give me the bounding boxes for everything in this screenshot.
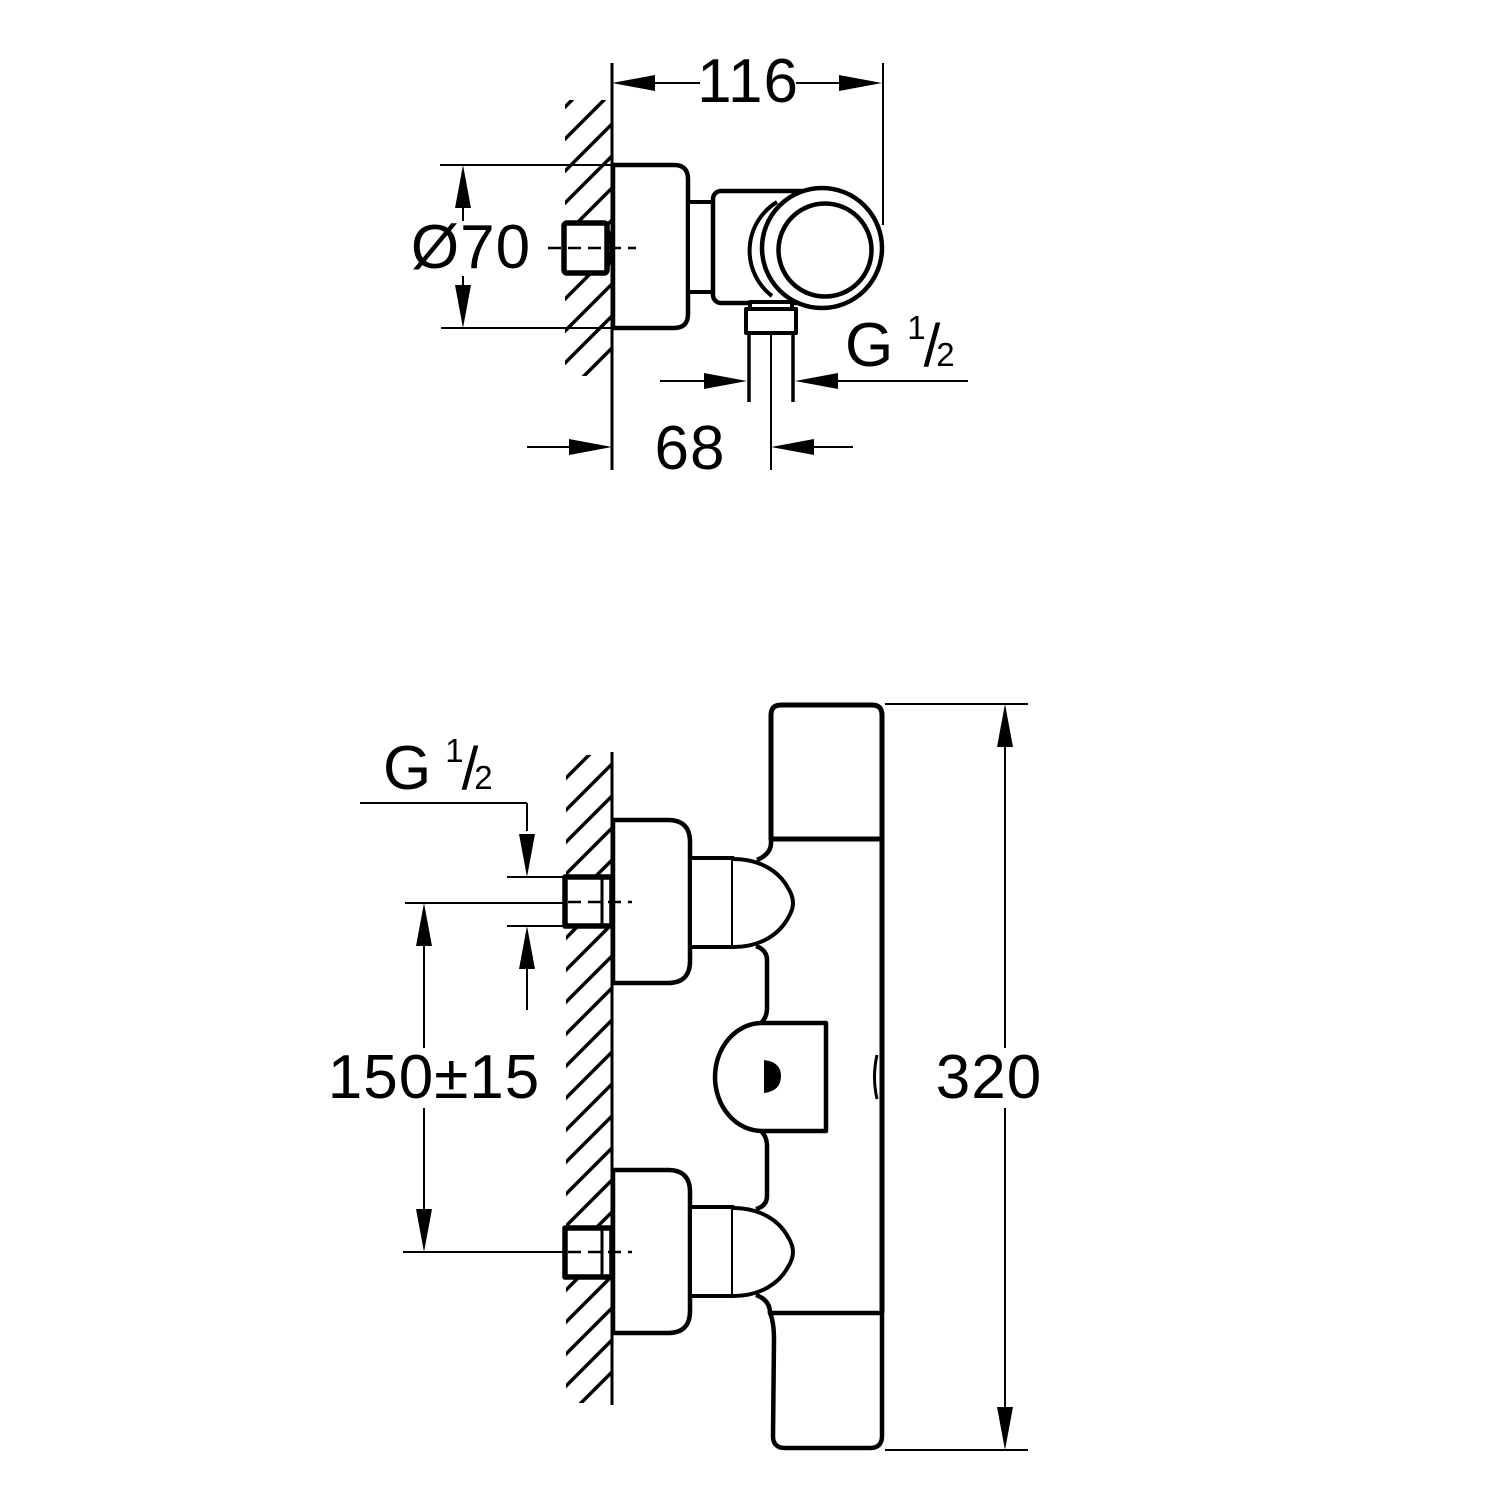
dim-height-label: 320 [935,1043,1043,1112]
thread-g: G [845,311,894,380]
thread-denominator: 2 [936,336,955,373]
thread-slash: / [923,312,941,379]
dim-width-label: 116 [697,47,799,116]
thread-numerator: 1 [907,309,926,346]
dim-diameter-label: Ø70 [410,213,532,282]
thread-denominator: 2 [474,759,493,796]
thread-size-label-top: G 1 / 2 [845,311,955,380]
thread-size-label-front: G 1 / 2 [383,734,493,803]
thread-g: G [383,734,432,803]
thread-numerator: 1 [445,732,464,769]
front-view [360,702,1028,1451]
thread-slash: / [461,735,479,802]
dim-offset-label: 68 [654,414,726,483]
safety-button-dot [764,1060,781,1093]
dim-spacing-label: 150±15 [327,1043,541,1112]
wall-hatch-front-view [566,755,612,1403]
top-view [440,63,968,470]
